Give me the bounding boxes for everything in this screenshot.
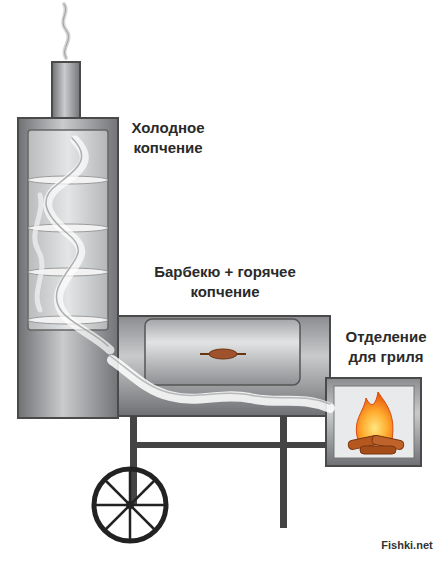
smoke-trail <box>48 140 110 350</box>
smoke-trail <box>46 138 108 346</box>
chimney-smoke <box>63 4 68 58</box>
chamber-label: Барбекю + горячее копчение <box>146 262 304 301</box>
watermark: Fishki.net <box>372 538 442 552</box>
chimney-smoke <box>63 4 68 58</box>
smoke-trail <box>35 195 42 310</box>
log <box>360 446 396 454</box>
smoke-trail <box>110 356 330 404</box>
chamber-label: Отделение для гриля <box>334 327 438 366</box>
leg <box>280 416 287 528</box>
hub <box>126 501 134 509</box>
firebox-window <box>334 386 414 458</box>
bbq-drum <box>145 319 300 385</box>
meat <box>209 349 237 359</box>
spoke <box>105 480 155 530</box>
chimney <box>52 62 80 120</box>
crossbar <box>130 442 326 448</box>
wheel-spokes <box>94 469 166 541</box>
smoke <box>35 4 330 408</box>
spoke <box>105 480 155 530</box>
wheel <box>94 469 166 541</box>
cold-smoke-chamber <box>18 118 118 418</box>
fire <box>356 392 393 440</box>
smoke-trail <box>112 360 330 408</box>
chamber-label: Холодное копчение <box>120 118 216 157</box>
firebox <box>326 378 421 466</box>
